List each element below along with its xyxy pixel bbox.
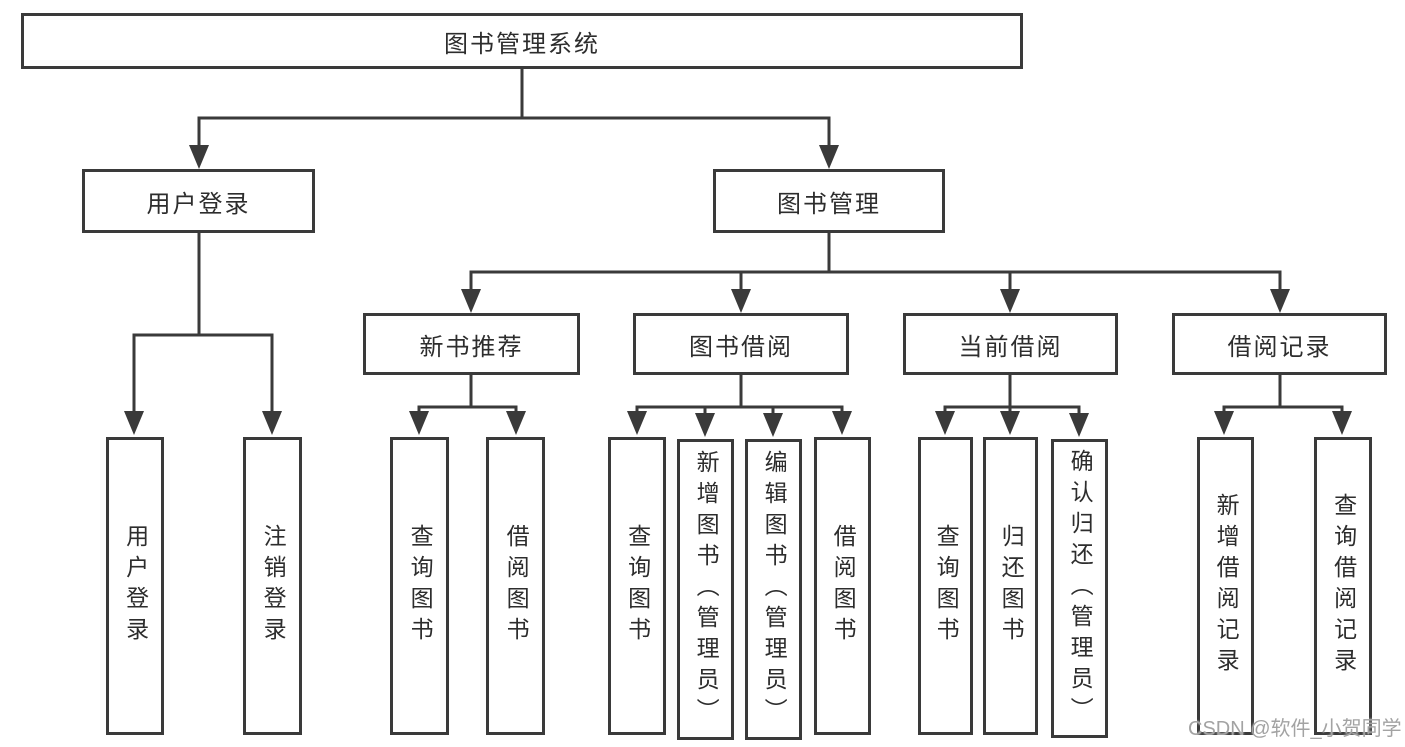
leaf-newbook-borrow-books: 借阅图书: [486, 437, 545, 735]
node-new-book-recommendation: 新书推荐: [363, 313, 580, 375]
leaf-record-add-borrow-record: 新增借阅记录: [1197, 437, 1254, 735]
csdn-watermark: CSDN @软件_小贺同学: [1188, 718, 1402, 740]
leaf-label: 确认归还（管理员）: [1067, 449, 1094, 728]
node-book-management-branch: 图书管理: [713, 169, 945, 233]
leaf-label: 借阅图书: [830, 524, 857, 648]
leaf-label: 查询图书: [407, 524, 434, 648]
leaf-label: 归还图书: [998, 524, 1025, 648]
node-label: 新书推荐: [419, 333, 524, 361]
node-book-borrowing: 图书借阅: [633, 313, 849, 375]
leaf-label: 新增图书（管理员）: [693, 450, 720, 729]
leaf-borrow-edit-book-admin: 编辑图书（管理员）: [745, 439, 802, 740]
leaf-label: 用户登录: [122, 524, 149, 648]
leaf-borrow-query-books: 查询图书: [608, 437, 666, 735]
leaf-label: 注销登录: [260, 524, 287, 648]
node-label: 图书管理: [777, 190, 881, 218]
node-label: 图书借阅: [689, 333, 793, 361]
leaf-label: 查询图书: [624, 524, 651, 648]
node-label: 图书管理系统: [444, 30, 600, 58]
leaf-record-query-borrow-record: 查询借阅记录: [1314, 437, 1372, 735]
leaf-logout: 注销登录: [243, 437, 302, 735]
leaf-label: 查询借阅记录: [1330, 493, 1357, 679]
node-current-borrowing: 当前借阅: [903, 313, 1118, 375]
leaf-current-return-books: 归还图书: [983, 437, 1038, 735]
node-label: 当前借阅: [958, 333, 1063, 361]
leaf-label: 查询图书: [933, 524, 960, 648]
leaf-label: 编辑图书（管理员）: [761, 450, 788, 729]
node-borrowing-records: 借阅记录: [1172, 313, 1387, 375]
node-label: 借阅记录: [1227, 333, 1332, 361]
leaf-label: 借阅图书: [503, 524, 530, 648]
leaf-current-confirm-return-admin: 确认归还（管理员）: [1051, 439, 1108, 738]
node-user-login-branch: 用户登录: [82, 169, 315, 233]
leaf-borrow-borrow-books: 借阅图书: [814, 437, 871, 735]
leaf-user-login: 用户登录: [106, 437, 164, 735]
node-label: 用户登录: [146, 190, 251, 218]
leaf-label: 新增借阅记录: [1213, 493, 1240, 679]
leaf-borrow-add-book-admin: 新增图书（管理员）: [677, 439, 734, 740]
node-library-management-system: 图书管理系统: [21, 13, 1023, 69]
leaf-current-query-books: 查询图书: [918, 437, 973, 735]
leaf-newbook-query-books: 查询图书: [390, 437, 449, 735]
